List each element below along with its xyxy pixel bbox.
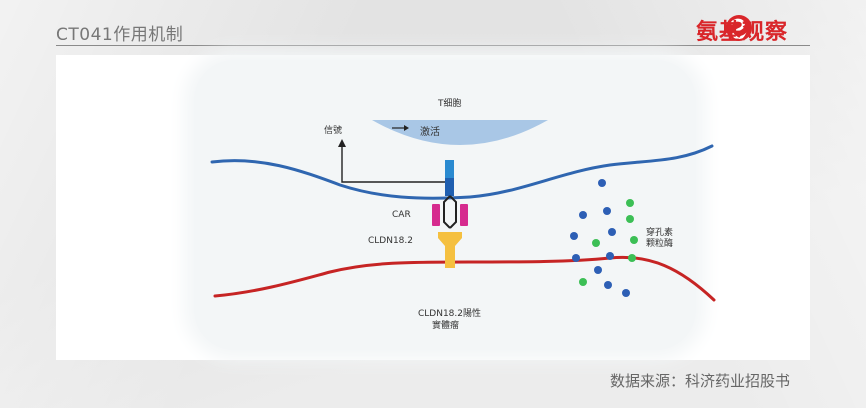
granule-blue	[572, 254, 580, 262]
t-cell-membrane	[210, 144, 714, 200]
signal-arrowhead	[338, 139, 346, 147]
car-domain-right	[460, 204, 468, 226]
tumor-membrane	[213, 255, 716, 302]
granule-green	[626, 215, 634, 223]
t-cell-label: T细胞	[438, 99, 462, 109]
granule-blue	[606, 252, 614, 260]
source-note: 数据来源：科济药业招股书	[610, 372, 791, 390]
activation-label: 激活	[420, 127, 440, 138]
activation-arrowhead	[404, 125, 409, 131]
granule-green	[626, 199, 634, 207]
cldn18-2-label: CLDN18.2	[368, 236, 413, 246]
granzyme-label: 颗粒酶	[646, 239, 674, 249]
slide-title: CT041作用机制	[56, 25, 184, 45]
car-label: CAR	[392, 210, 411, 220]
granule-blue	[608, 228, 616, 236]
granule-green	[630, 236, 638, 244]
title-divider	[56, 45, 810, 46]
tumor-sublabel: 實體瘤	[432, 321, 460, 331]
granule-group	[570, 179, 638, 297]
granule-blue	[579, 211, 587, 219]
car-intracellular-domain	[445, 160, 454, 178]
brand-logo-text: 氨基观察	[696, 20, 789, 45]
granule-blue	[594, 266, 602, 274]
signal-arrow	[341, 145, 449, 183]
granule-blue	[603, 207, 611, 215]
granule-blue	[622, 289, 630, 297]
granule-blue	[604, 281, 612, 289]
granule-blue	[598, 179, 606, 187]
t-cell-body	[372, 120, 548, 145]
granule-green	[592, 239, 600, 247]
car-transmembrane-domain	[445, 178, 454, 196]
car-linker	[443, 195, 457, 229]
cldn18-2-antigen	[438, 232, 462, 268]
granule-green	[579, 278, 587, 286]
granule-green	[628, 254, 636, 262]
brand-logo-icon	[726, 15, 752, 41]
granule-blue	[570, 232, 578, 240]
car-domain-left	[432, 204, 440, 226]
perforin-label: 穿孔素	[646, 228, 674, 238]
tumor-label: CLDN18.2陽性	[418, 309, 482, 319]
signal-label: 信號	[324, 126, 343, 136]
